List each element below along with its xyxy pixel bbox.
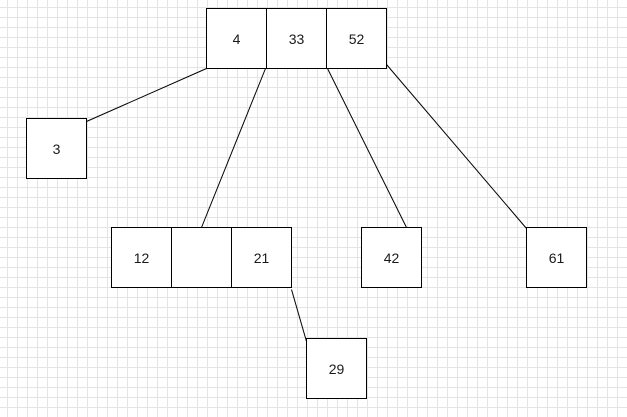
node-61-cell xyxy=(526,227,587,288)
node-61: 61 xyxy=(526,227,587,288)
node-42-cell xyxy=(361,227,422,288)
root-cell-2-label: 33 xyxy=(289,31,305,47)
node-29-label: 29 xyxy=(329,361,345,377)
root-node: 4 33 52 xyxy=(206,8,387,69)
node-12-21-cell-3 xyxy=(231,227,292,288)
root-cell-3-label: 52 xyxy=(349,31,365,47)
root-cell-1-label: 4 xyxy=(233,31,241,47)
node-12-21-cell-1 xyxy=(111,227,172,288)
node-29-cell xyxy=(306,338,367,399)
root-cell-1 xyxy=(206,8,267,69)
edge-node-12-21-to-node-29 xyxy=(291,289,307,342)
node-29: 29 xyxy=(306,338,367,399)
node-3-label: 3 xyxy=(53,141,61,157)
edge-root-to-node-12-21 xyxy=(201,68,266,228)
node-12-21-cell-3-label: 21 xyxy=(254,250,270,266)
root-cell-3 xyxy=(326,8,387,69)
node-61-label: 61 xyxy=(549,250,565,266)
root-cell-2 xyxy=(266,8,327,69)
node-3-cell xyxy=(26,118,87,179)
node-12-21-cell-2 xyxy=(171,227,232,288)
edge-root-to-node-3 xyxy=(86,68,207,122)
node-42: 42 xyxy=(361,227,422,288)
node-12-21-cell-1-label: 12 xyxy=(134,250,150,266)
node-12-21: 12 21 xyxy=(111,227,292,288)
edges xyxy=(86,64,527,342)
edge-root-to-node-42 xyxy=(327,68,407,228)
node-3: 3 xyxy=(26,118,87,179)
edge-root-to-node-61 xyxy=(386,64,527,229)
node-42-label: 42 xyxy=(384,250,400,266)
